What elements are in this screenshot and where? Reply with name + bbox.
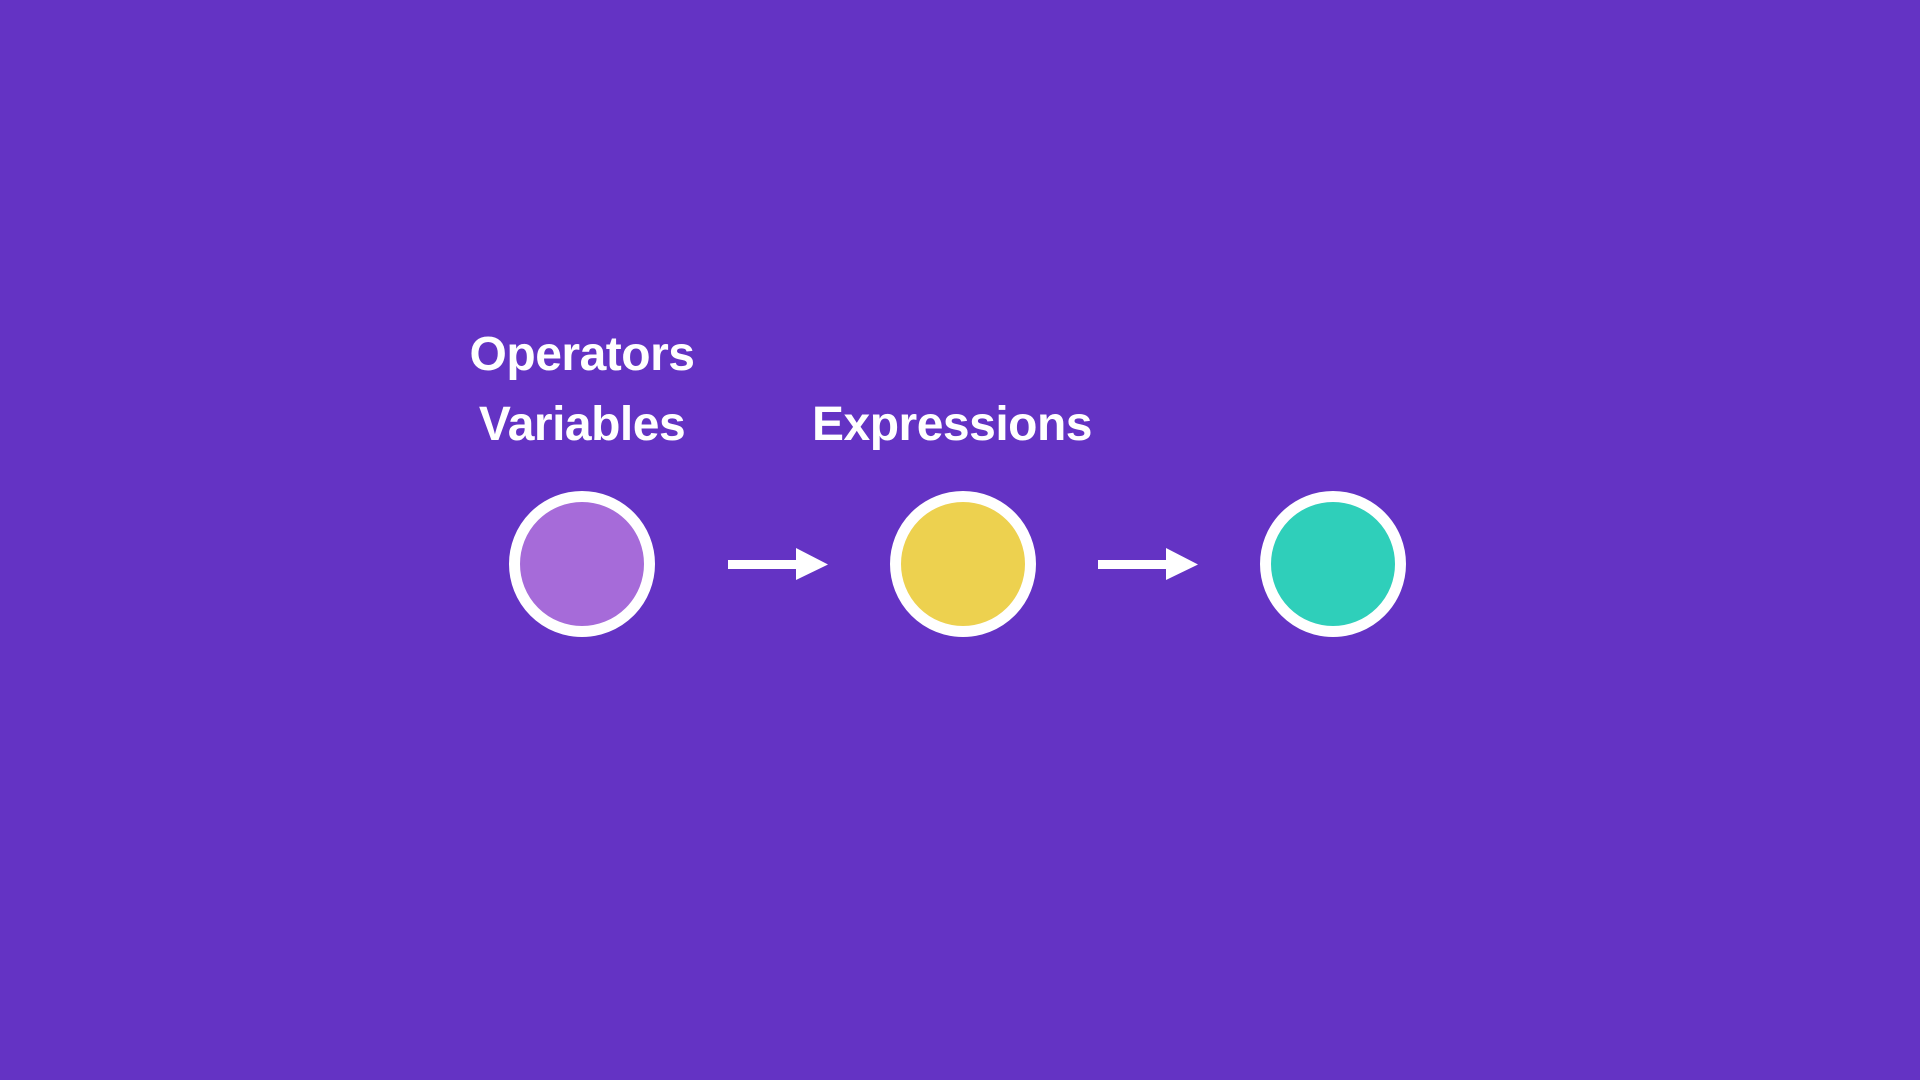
- right-arrow-icon: [728, 548, 828, 580]
- stage-2-circle: [890, 491, 1036, 637]
- stage-2-label-expressions: Expressions: [812, 398, 1092, 451]
- right-arrow-icon: [1098, 548, 1198, 580]
- stage-1-circle: [509, 491, 655, 637]
- stage-3-circle: [1260, 491, 1406, 637]
- stage-2-labels: Expressions: [802, 390, 1102, 460]
- stage-1-labels: Operators Variables: [432, 320, 732, 460]
- stage-1-label-operators: Operators: [469, 328, 695, 381]
- stage-1-label-variables: Variables: [478, 398, 686, 451]
